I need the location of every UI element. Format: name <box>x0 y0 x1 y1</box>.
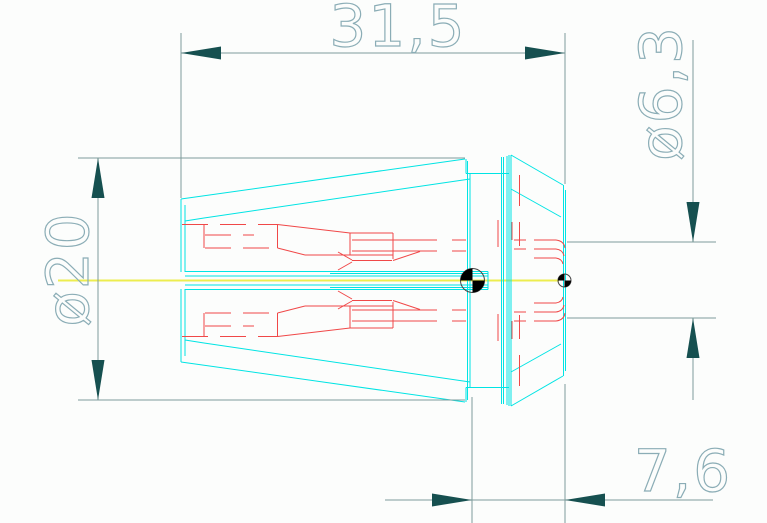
hidden-lines-upper <box>182 175 566 271</box>
dimension-text-overall-length: 31,5 <box>329 0 466 60</box>
arrowhead-down-icon <box>91 360 105 400</box>
arrowhead-up-icon <box>686 318 700 358</box>
arrowhead-right-icon <box>525 46 565 60</box>
arrowhead-right-icon <box>432 493 472 507</box>
dimension-text-bore-diameter: ø6,3 <box>627 25 695 161</box>
center-mark-large-icon <box>460 268 485 293</box>
dimension-overall-length: 31,5 <box>180 0 566 198</box>
arrowhead-left-icon <box>181 46 221 60</box>
collet-outline-lower <box>180 280 566 407</box>
collet-outline-upper <box>180 154 566 281</box>
dimension-text-nose-length: 7,6 <box>634 437 732 505</box>
dimension-nose-length: 7,6 <box>385 384 732 523</box>
arrowhead-down-icon <box>686 202 700 242</box>
arrowhead-up-icon <box>91 158 105 198</box>
dimension-bore-diameter: ø6,3 <box>567 25 716 400</box>
center-mark-small-icon <box>557 273 572 288</box>
dimension-text-outer-diameter: ø20 <box>34 211 102 326</box>
dimension-outer-diameter: ø20 <box>33 157 465 401</box>
arrowhead-left-icon <box>565 493 605 507</box>
hidden-lines-lower <box>181 290 566 387</box>
